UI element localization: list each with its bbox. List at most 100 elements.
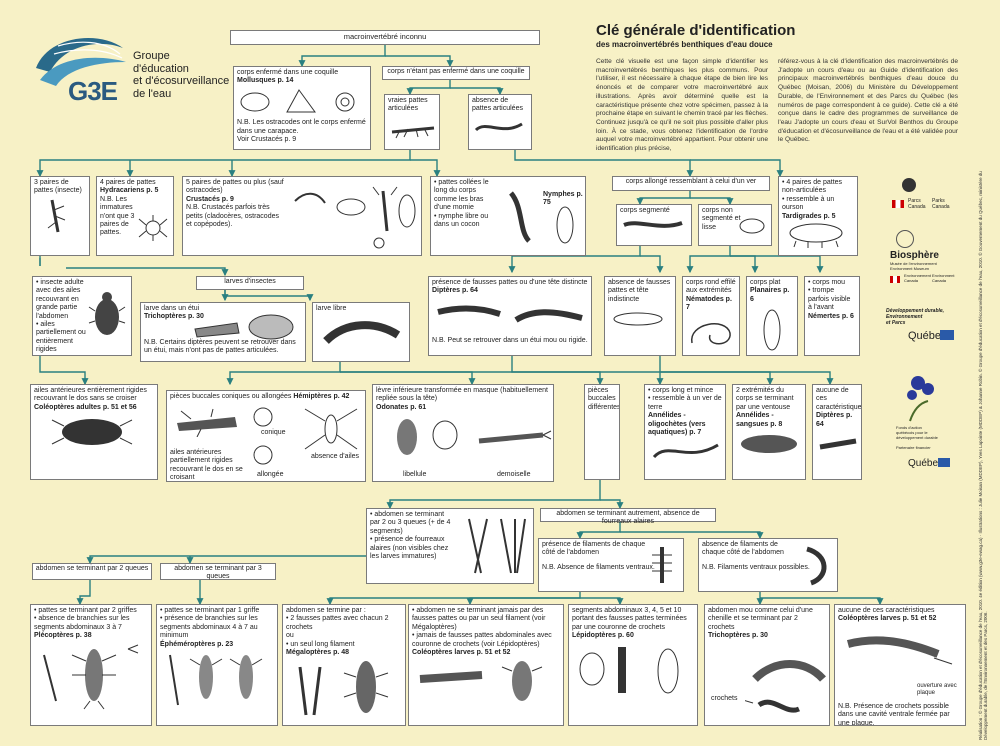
biosphere-label: Biosphère [890,250,939,261]
node-prolegs: présence de fausses pattes ou d'une tête… [428,276,592,356]
free-text: larve libre [316,305,347,312]
p4-id: Hydracariens p. 5 [100,187,159,195]
none-2-text: aucune de ces caractéristiques [838,607,935,614]
megaloptera-id: Mégaloptères p. 48 [286,648,350,656]
node-lepidoptera: segments abdominaux 3, 4, 5 et 10 portan… [568,604,698,726]
segmented-worm-illustration [623,221,683,229]
fund-flower-icon [907,376,934,422]
cocoon-illustration [556,206,574,244]
node-beetle-adult: ailes antérieures entièrement rigides re… [30,384,158,480]
hemiptera-id: Hémiptères p. 42 [293,393,350,400]
filaments-text: présence de filaments de chaque côté de … [542,541,646,557]
prolegs-note: N.B. Peut se retrouver dans un étui mou … [432,337,588,345]
g3e-logo: G3E [28,28,128,108]
other-mouth-text: pièces buccales différentes [588,387,620,411]
none-2-id: Coléoptères larves p. 51 et 52 [838,615,937,623]
none-2-note: N.B. Présence de crochets possible dans … [838,703,950,726]
node-none-2: aucune de ces caractéristiques Coléoptèr… [834,604,966,726]
node-adult: • insecte adulte avec des ailes recouvra… [32,276,132,356]
legs-illustration [391,126,435,139]
shell-text: corps enfermé dans une coquille [237,69,339,76]
p5-note: N.B. Crustacés parfois très petits (clad… [186,204,279,228]
round-id: Nématodes p. 7 [686,295,732,312]
beetle-larva-2-illustration [846,636,953,665]
filaments-note: N.B. Absence de filaments ventraux. [542,563,655,571]
dipteran-larvae-illustration [437,305,583,323]
node-long-thin: • corps long et mince • ressemble à un v… [644,384,726,480]
damselfly-nymph-illustration [478,430,552,444]
partner-label: Partenaire financier [896,445,931,450]
node-4-pairs: 4 paires de pattes Hydracariens p. 5 N.B… [96,176,174,256]
beetle-adult-text: ailes antérieures entièrement rigides re… [34,387,147,403]
pupa-illustration [508,191,531,243]
shell-note: N.B. Les ostracodes ont le corps enfermé… [237,119,366,135]
mayfly-illustration [169,654,263,706]
quebec-label-2: Québec [908,458,944,469]
mite-illustration [138,215,168,241]
water-bug-illustration [177,408,237,437]
node-bear: • 4 paires de pattes non-articulées • re… [778,176,858,256]
page-subtitle: des macroinvertébrés benthiques d'eau do… [596,40,773,49]
quebec-label: Québec [908,330,947,342]
quebec-flag-icon-2 [938,458,950,467]
g3e-logo-mark: G3E [68,76,118,106]
node-coleoptera-larvae: • abdomen ne se terminant jamais par des… [408,604,564,726]
megaloptera-illustration [298,661,389,716]
env-canada-en: Environment Canada [932,273,955,283]
tardigrade-illustration [789,223,843,248]
stonefly-illustration [43,644,139,709]
fund-label: Fonds d'action québécois pour le dévelop… [896,425,938,440]
case-text: larve dans un étui [144,305,200,312]
none-1-id: Diptères p. 64 [816,412,853,428]
node-worm-like: corps allongé ressemblant à celui d'un v… [612,176,770,191]
node-3-pairs: 3 paires de pattes (insecte) [30,176,90,256]
node-other-mouth: pièces buccales différentes [584,384,620,480]
p4-note: N.B. Les immatures n'ont que 3 paires de… [100,195,135,237]
node-no-filaments: absence de filaments de chaque côté de l… [698,538,838,592]
maggot-illustration [613,312,663,326]
coleoptera-larvae-id: Coléoptères larves p. 51 et 52 [412,648,511,656]
prolegs-id: Diptères p. 64 [432,287,478,295]
planarian-illustration [763,309,781,351]
organisation-name: Groupe d'éducation et d'écosurveillance … [133,50,230,100]
smooth-text: corps non segmenté et lisse [702,207,741,231]
long-thin-id: Annélides - oligochètes (vers aquatiques… [648,412,706,436]
node-case: larve dans un étui Trichoptères p. 30 N.… [140,302,306,362]
case-id: Trichoptères p. 30 [144,313,204,321]
ephemeroptera-id: Éphéméroptères p. 23 [160,640,234,648]
tails-text: • abdomen se terminant par 2 ou 3 queues… [370,511,451,560]
p5-text: 5 paires de pattes ou plus (sauf ostraco… [186,179,284,195]
flat-text: corps plat [750,279,781,286]
damselfly-label: demoiselle [497,471,531,478]
parks-canada-icon [902,178,916,192]
hooks-label: crochets [711,695,738,702]
beetle-illustration [88,292,126,335]
dragonfly-nymph-illustration [397,419,458,455]
caddis-larva-illustration [806,546,827,586]
intro-text-right: référez-vous à la clé d'identification d… [778,58,958,144]
biosphere-sub: Musée de l'environnement Environment Mus… [890,261,937,271]
legs-text: vraies pattes articulées [388,97,428,113]
odonata-text: lèvre inférieure transformée en masque (… [376,387,548,403]
plecoptera-id: Plécoptères p. 38 [34,632,92,640]
sucker-text: 2 extrémités du corps se terminant par u… [736,387,794,411]
beetle-adult-id: Coléoptères adultes p. 51 et 56 [34,403,137,411]
node-segmented: corps segmenté [616,204,692,246]
segmented-text: corps segmenté [620,207,670,214]
no-legs-text: absence de pattes articulées [472,97,523,113]
node-megaloptera: abdomen se termine par : • 2 fausses pat… [282,604,406,726]
tails-illustration [468,518,526,574]
p4-text: 4 paires de pattes [100,179,156,186]
p3-text: 3 paires de pattes (insecte) [34,179,82,195]
sucker-id: Annélides - sangsues p. 8 [736,412,783,428]
worm-illustration [474,122,523,132]
caddis-case-illustration [194,314,294,340]
soft-id: Némertes p. 6 [808,312,854,320]
node-filaments: présence de filaments de chaque côté de … [538,538,684,592]
shell-note-2: Voir Crustacés p. 9 [237,135,297,143]
no-prolegs-text: absence de fausses pattes et tête indist… [608,279,671,303]
plecoptera-text: • pattes se terminant par 2 griffes • ab… [34,607,137,631]
biosphere-icon [896,230,914,248]
hemiptera-text: pièces buccales coniques ou allongées [170,393,292,400]
